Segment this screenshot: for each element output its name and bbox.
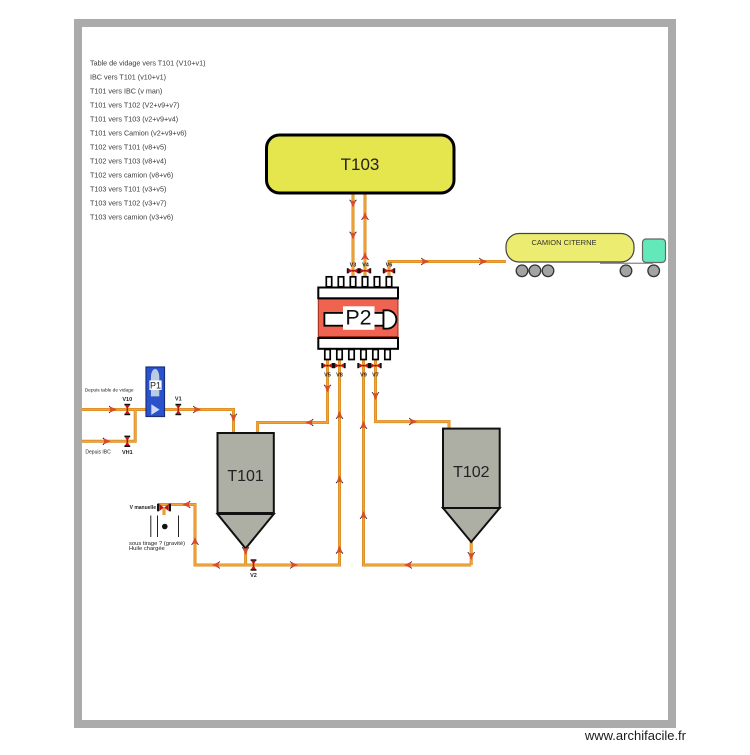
- svg-text:T103: T103: [341, 155, 380, 174]
- svg-text:V10: V10: [122, 397, 132, 403]
- svg-text:V6: V6: [386, 263, 393, 269]
- svg-text:T101 vers T103 (v2+v9+v4): T101 vers T103 (v2+v9+v4): [90, 114, 178, 123]
- svg-text:T101 vers IBC (v man): T101 vers IBC (v man): [90, 86, 162, 95]
- svg-text:V9: V9: [360, 373, 367, 379]
- svg-text:Table de vidage vers T101 (V10: Table de vidage vers T101 (V10+v1): [90, 58, 206, 67]
- svg-text:T101: T101: [227, 468, 264, 485]
- svg-text:T103 vers T101 (v3+v5): T103 vers T101 (v3+v5): [90, 184, 166, 193]
- svg-text:V1: V1: [175, 397, 182, 403]
- svg-text:T103 vers T102 (v3+v7): T103 vers T102 (v3+v7): [90, 198, 166, 207]
- svg-text:T102 vers camion (v8+v6): T102 vers camion (v8+v6): [90, 170, 173, 179]
- svg-text:www.archifacile.fr: www.archifacile.fr: [584, 728, 687, 743]
- svg-text:V7: V7: [372, 373, 379, 379]
- svg-text:V3: V3: [350, 263, 357, 269]
- svg-text:V2: V2: [250, 573, 257, 579]
- svg-text:T102 vers T101 (v8+v5): T102 vers T101 (v8+v5): [90, 142, 166, 151]
- svg-text:V5: V5: [324, 373, 331, 379]
- svg-text:V4: V4: [362, 263, 370, 269]
- svg-text:P2: P2: [345, 306, 371, 330]
- svg-text:P1: P1: [150, 380, 161, 390]
- svg-text:V8: V8: [336, 373, 343, 379]
- svg-text:sous tirage ? (gravité): sous tirage ? (gravité): [129, 541, 185, 547]
- svg-text:T101 vers Camion (v2+v9+v6): T101 vers Camion (v2+v9+v6): [90, 128, 187, 137]
- svg-text:Depuis table de vidage: Depuis table de vidage: [85, 388, 134, 394]
- svg-text:T101 vers T102 (V2+v9+v7): T101 vers T102 (V2+v9+v7): [90, 100, 179, 109]
- svg-text:Huile chargée: Huile chargée: [129, 546, 165, 552]
- svg-text:V manuelle: V manuelle: [130, 505, 157, 511]
- svg-text:T103 vers camion (v3+v6): T103 vers camion (v3+v6): [90, 212, 173, 221]
- svg-text:Depuis IBC: Depuis IBC: [85, 450, 111, 456]
- svg-text:T102: T102: [453, 464, 490, 481]
- svg-text:CAMION CITERNE: CAMION CITERNE: [531, 238, 596, 247]
- svg-text:IBC vers T101 (v10+v1): IBC vers T101 (v10+v1): [90, 72, 166, 81]
- svg-text:T102 vers T103 (v8+v4): T102 vers T103 (v8+v4): [90, 156, 166, 165]
- svg-text:VH1: VH1: [122, 450, 133, 456]
